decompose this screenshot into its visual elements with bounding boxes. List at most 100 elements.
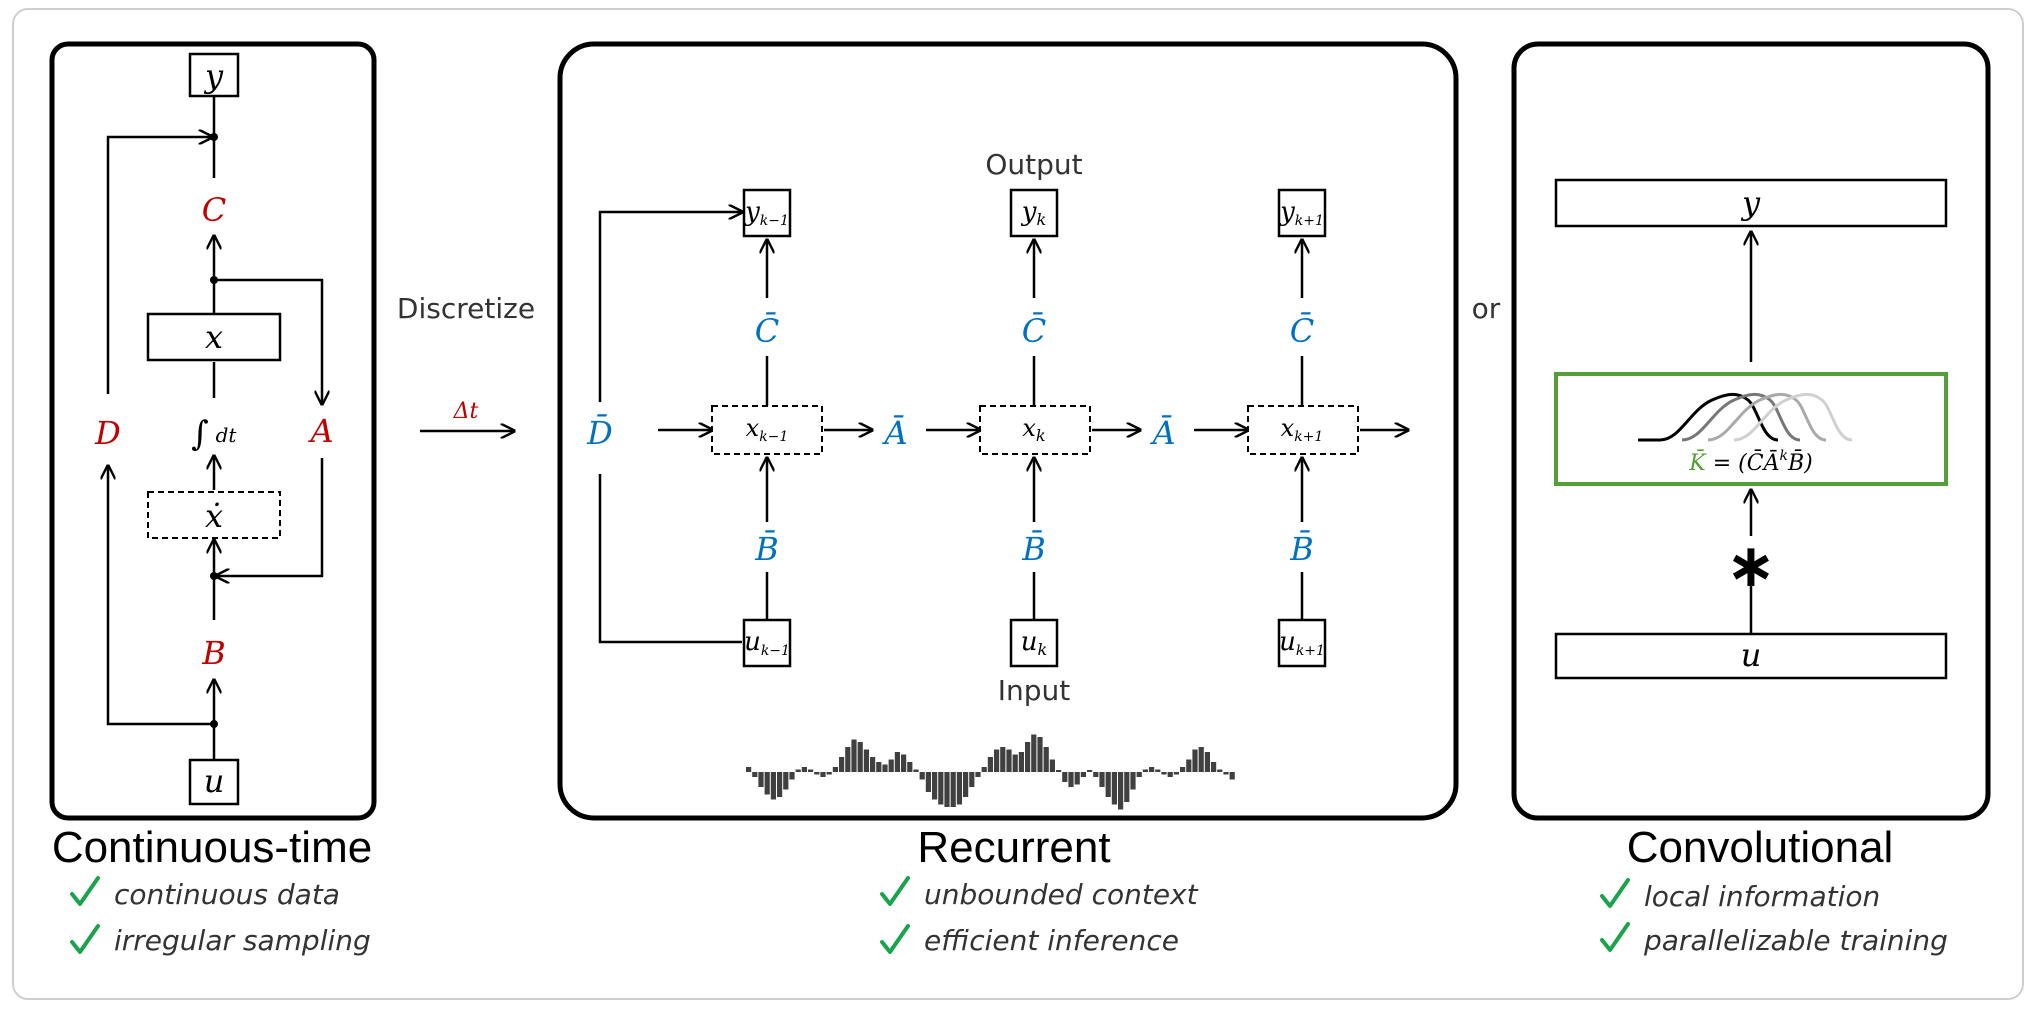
signal-bar xyxy=(746,767,752,772)
convolutional-feature-2: parallelizable training xyxy=(1643,924,1948,957)
signal-bar xyxy=(894,752,900,772)
signal-bar xyxy=(944,772,950,807)
signal-bar xyxy=(826,772,832,775)
rec-B-bar-1: B̄ xyxy=(1021,530,1046,568)
recurrent-feature-2: efficient inference xyxy=(924,924,1179,957)
figure-frame xyxy=(12,8,2024,1000)
signal-bar xyxy=(925,772,931,792)
ct-u-box xyxy=(188,758,240,806)
signal-bar xyxy=(845,747,851,772)
signal-bar xyxy=(969,772,975,787)
rec-column-k: yk C̄ xk B̄ uk xyxy=(979,188,1091,668)
signal-bar xyxy=(1161,772,1167,775)
signal-bar xyxy=(1149,767,1155,772)
rec-u-box-0 xyxy=(742,618,792,668)
rec-y-box-0 xyxy=(742,188,792,238)
signal-bar xyxy=(1025,742,1031,772)
signal-bar xyxy=(789,772,795,780)
signal-bar xyxy=(1180,767,1186,772)
continuous-feature-2: irregular sampling xyxy=(114,924,371,957)
signal-bar xyxy=(1192,749,1198,772)
rec-C-bar-2: C̄ xyxy=(1290,312,1314,350)
signal-bar xyxy=(1204,752,1210,772)
conv-u-label: u xyxy=(1741,636,1762,674)
convolutional-feature-1: local information xyxy=(1644,880,1880,913)
signal-bar xyxy=(1099,772,1105,787)
signal-bar xyxy=(919,772,925,780)
rec-u-label-0: uk−1 xyxy=(744,627,790,659)
signal-bar xyxy=(777,772,783,797)
signal-bar xyxy=(882,764,888,772)
signal-bar xyxy=(1006,749,1012,772)
rec-A-bar-0: Ā xyxy=(881,414,907,452)
ct-C-label: C xyxy=(202,191,226,229)
rec-u-box-2 xyxy=(1277,618,1327,668)
signal-bar xyxy=(1062,772,1068,782)
rec-y-label-0: yk−1 xyxy=(744,197,789,229)
rec-x-box-0 xyxy=(711,405,823,455)
recurrent-panel: Output Input D̄ Ā Ā yk−1 C̄ xk−1 B̄ uk−1 xyxy=(557,41,1459,821)
continuous-feature-1: continuous data xyxy=(114,878,340,911)
signal-bar xyxy=(1031,734,1037,772)
signal-bar xyxy=(1136,772,1142,777)
rec-B-bar-2: B̄ xyxy=(1289,530,1314,568)
signal-bar xyxy=(1155,769,1161,772)
signal-bar xyxy=(863,749,869,772)
check-icon xyxy=(70,924,100,954)
input-signal-bars xyxy=(746,734,1235,810)
signal-bar xyxy=(783,772,789,790)
signal-bar xyxy=(1186,759,1192,772)
check-icon xyxy=(880,876,910,906)
signal-bar xyxy=(981,767,987,772)
conv-kernel-box xyxy=(1554,372,1948,486)
signal-bar xyxy=(932,772,938,800)
signal-bar xyxy=(851,739,857,772)
rec-C-bar-1: C̄ xyxy=(1022,312,1046,350)
kernel-curve-2 xyxy=(1681,392,1801,442)
kernel-curve-4 xyxy=(1733,392,1853,442)
ct-dt-label: dt xyxy=(216,423,238,447)
signal-bar xyxy=(1043,747,1049,772)
or-label: or xyxy=(1472,292,1501,325)
signal-bar xyxy=(1173,772,1179,775)
signal-bar xyxy=(1211,762,1217,772)
rec-x-label-1: xk xyxy=(1022,414,1045,445)
check-icon xyxy=(1600,922,1630,952)
signal-bar xyxy=(1105,772,1111,797)
kernel-curve-3 xyxy=(1707,392,1827,442)
ct-B-label: B xyxy=(201,634,226,672)
recurrent-feature-1: unbounded context xyxy=(924,878,1199,911)
rec-x-label-2: xk+1 xyxy=(1281,414,1324,445)
continuous-panel: y C x A ∫ dt ẋ B D u xyxy=(49,41,377,821)
signal-bar xyxy=(758,772,764,787)
signal-bar xyxy=(795,769,801,772)
rec-u-label-2: uk+1 xyxy=(1279,627,1325,659)
signal-bar xyxy=(1074,772,1080,785)
discretize-connector: Discretize Δt xyxy=(397,292,535,431)
rec-x-label-0: xk−1 xyxy=(746,414,789,445)
ct-x-box xyxy=(146,312,282,362)
signal-bar xyxy=(1087,770,1093,772)
signal-bar xyxy=(764,772,770,795)
continuous-title: Continuous-time xyxy=(52,823,372,872)
rec-line-u-to-D xyxy=(598,474,742,644)
rec-y-label-1: yk xyxy=(1021,197,1046,229)
conv-y-label: y xyxy=(1740,184,1761,222)
signal-bar xyxy=(1049,759,1055,772)
signal-bar xyxy=(901,754,907,772)
ct-line-from-A xyxy=(216,458,324,576)
rec-u-label-1: uk xyxy=(1021,627,1047,659)
ct-D-label: D xyxy=(94,414,121,452)
signal-bar xyxy=(1142,769,1148,772)
signal-bar xyxy=(1000,747,1006,772)
signal-bar xyxy=(975,772,981,777)
rec-x-box-2 xyxy=(1247,405,1359,455)
rec-y-box-1 xyxy=(1009,188,1059,238)
input-label: Input xyxy=(998,674,1071,707)
signal-bar xyxy=(1223,772,1229,775)
rec-y-box-2 xyxy=(1277,188,1327,238)
check-icon xyxy=(880,924,910,954)
signal-bar xyxy=(857,742,863,772)
signal-bar xyxy=(770,772,776,800)
